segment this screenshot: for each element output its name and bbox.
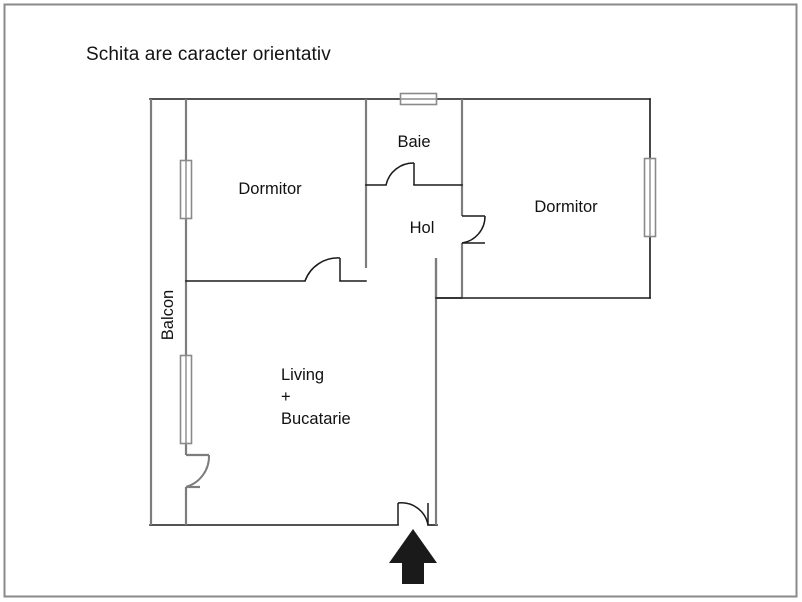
door-balcon-arc	[185, 454, 211, 488]
room-label-living-line2: +	[281, 387, 291, 406]
room-label-hol: Hol	[409, 218, 435, 237]
room-label-dormitor-right: Dormitor	[534, 197, 598, 216]
room-label-living-line1: Living	[281, 365, 325, 384]
room-label-balcon: Balcon	[158, 289, 177, 341]
room-label-dormitor-left: Dormitor	[238, 179, 302, 198]
page-title: Schita are caracter orientativ	[86, 44, 331, 65]
door-baie-arc	[385, 162, 415, 186]
window-balcon	[179, 354, 193, 445]
window-dormitor-left	[179, 159, 193, 220]
room-label-living: Living + Bucatarie	[281, 364, 351, 430]
room-label-living-line3: Bucatarie	[281, 410, 351, 429]
door-dormitor-right-arc	[461, 215, 486, 244]
entrance-arrow	[389, 529, 437, 584]
interior-walls	[149, 99, 464, 525]
door-swings-light	[185, 454, 211, 488]
door-jambs	[339, 163, 485, 525]
exterior-walls	[149, 98, 651, 526]
window-baie	[399, 92, 438, 106]
door-swings	[304, 162, 486, 526]
room-label-baie: Baie	[397, 132, 431, 151]
page-border	[3, 3, 798, 598]
door-dormitor-left-arc	[304, 257, 341, 282]
interior-partitions	[185, 184, 463, 299]
door-entrance-arc	[397, 502, 429, 526]
window-dormitor-right	[643, 157, 657, 238]
